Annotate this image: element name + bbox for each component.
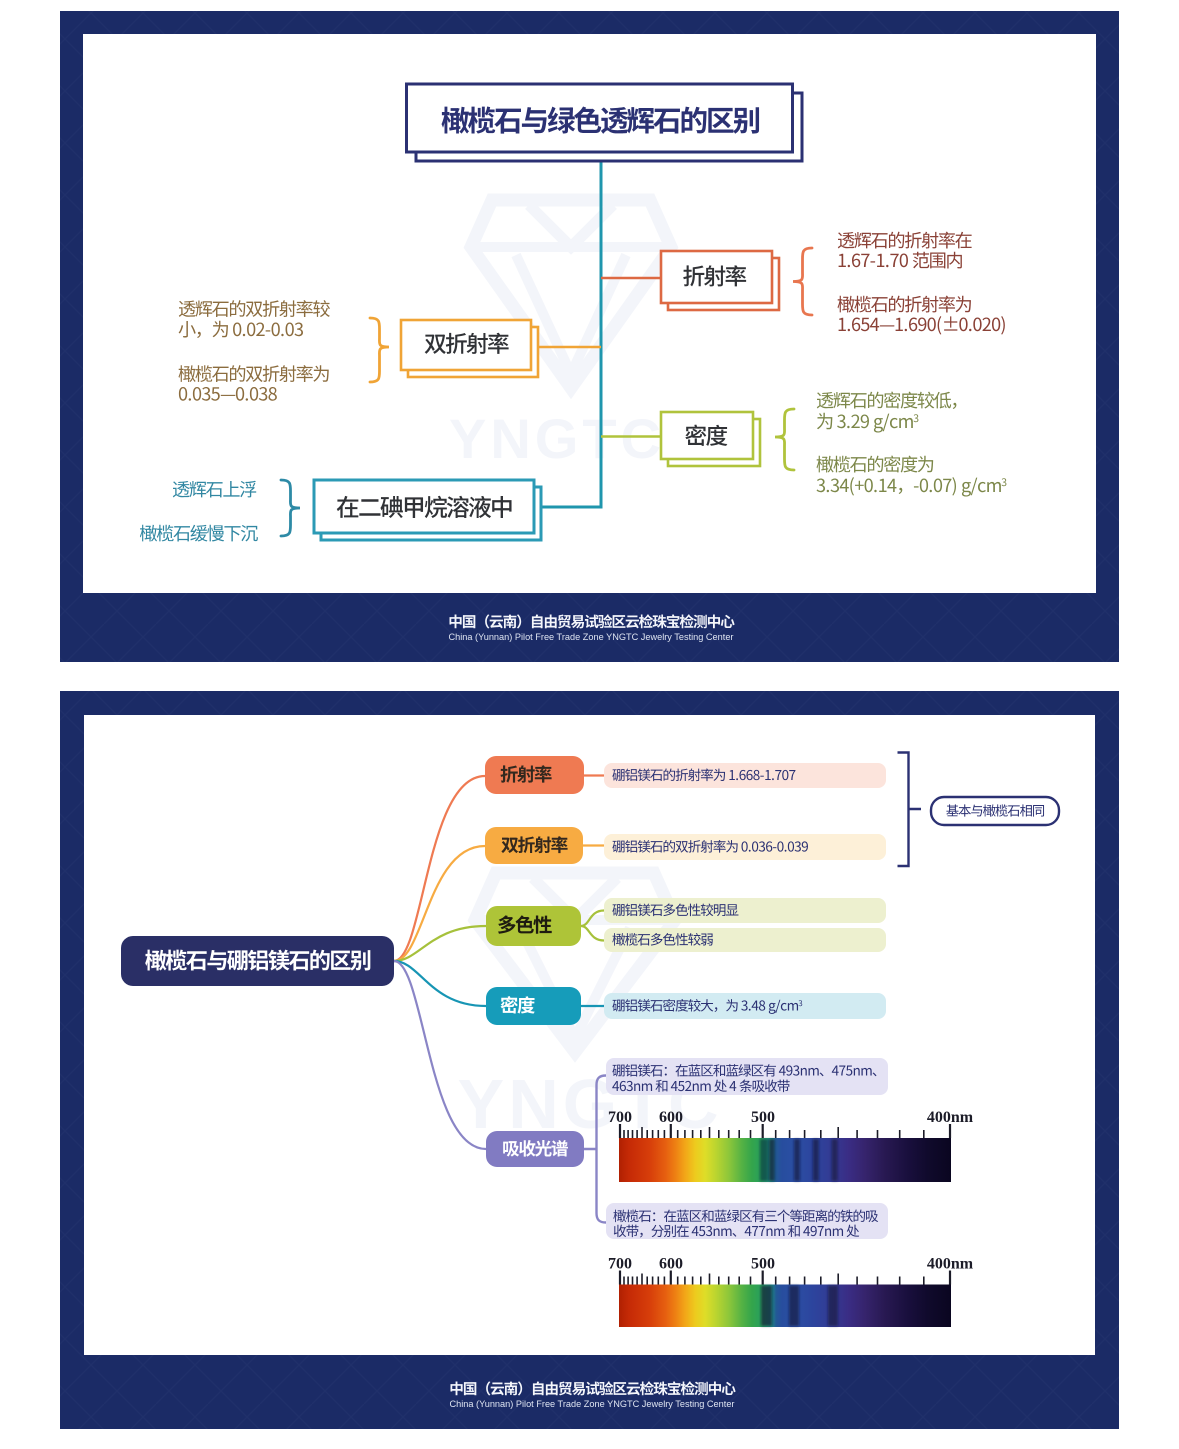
svg-text:400nm: 400nm	[927, 1109, 974, 1126]
svg-text:China (Yunnan) Pilot Free Trad: China (Yunnan) Pilot Free Trade Zone YNG…	[450, 1399, 735, 1410]
svg-text:China (Yunnan) Pilot Free Trad: China (Yunnan) Pilot Free Trade Zone YNG…	[449, 632, 734, 643]
svg-text:700: 700	[608, 1109, 632, 1126]
svg-text:500: 500	[751, 1109, 775, 1126]
svg-text:600: 600	[659, 1256, 683, 1273]
svg-text:400nm: 400nm	[927, 1256, 974, 1273]
svg-text:700: 700	[608, 1256, 632, 1273]
svg-text:600: 600	[659, 1109, 683, 1126]
svg-text:500: 500	[751, 1256, 775, 1273]
svg-text:YNGTC: YNGTC	[449, 407, 665, 470]
